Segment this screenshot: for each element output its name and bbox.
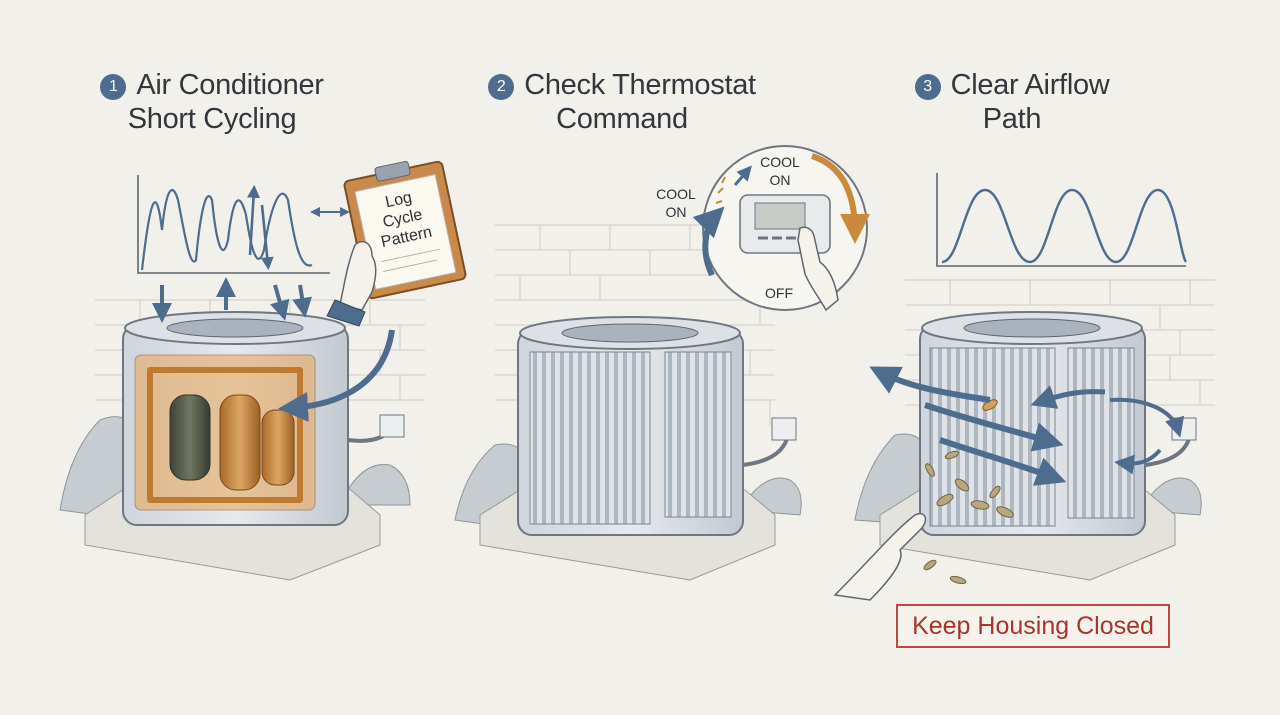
label-off: OFF bbox=[765, 285, 793, 301]
thermostat-spark bbox=[715, 176, 726, 204]
label-cool-on-left-2: ON bbox=[666, 204, 687, 220]
outlet-box-1 bbox=[379, 414, 405, 438]
airflow-arrow-side-in bbox=[1030, 385, 1106, 409]
step-1-number-badge: 1 bbox=[100, 74, 127, 100]
panel-2-illustration: COOL ON COOL ON OFF bbox=[454, 145, 870, 581]
airflow-arrow-low bbox=[939, 437, 1067, 486]
label-cool-on-top-1: COOL bbox=[760, 154, 800, 170]
refrigerant-loop bbox=[147, 367, 303, 503]
fan-grille-1 bbox=[166, 318, 304, 338]
step-1-title-line1: Air Conditioner bbox=[136, 69, 324, 101]
compressor-dark bbox=[169, 394, 211, 481]
step-2-number-badge: 2 bbox=[488, 74, 515, 100]
step-3-title-line1: Clear Airflow bbox=[950, 69, 1110, 101]
outlet-box-2 bbox=[771, 417, 797, 441]
step-1-title-line2: Short Cycling bbox=[127, 103, 297, 135]
grille-side-3 bbox=[1067, 347, 1135, 519]
hand-pressing-thermostat bbox=[797, 226, 839, 312]
thermostat-arrow-top-left bbox=[733, 165, 752, 186]
cycle-graph-1 bbox=[137, 175, 330, 274]
thermostat-screen bbox=[754, 202, 806, 230]
steady-cycle-wave bbox=[941, 188, 1188, 264]
graph-axes-1 bbox=[137, 175, 330, 274]
debris-leaves bbox=[923, 450, 1014, 585]
airflow-arrow-return bbox=[1114, 448, 1162, 475]
shrub-right-1 bbox=[339, 464, 411, 506]
graph-arrow-up bbox=[247, 184, 261, 256]
arrow-into-unit bbox=[278, 329, 395, 422]
clipboard-lines bbox=[380, 248, 440, 272]
step-3-number-badge: 3 bbox=[914, 74, 941, 100]
airflow-arrow-mid bbox=[924, 402, 1064, 452]
hand-clearing-debris bbox=[833, 513, 927, 601]
hand-holding-clipboard bbox=[339, 240, 377, 311]
short-cycle-wave bbox=[140, 188, 313, 271]
clipboard-line1: Log bbox=[384, 189, 414, 211]
step-3-title-line2: Path bbox=[982, 103, 1042, 135]
panel-1-illustration: Log Cycle Pattern bbox=[59, 160, 467, 581]
airflow-arrow-side-out bbox=[1109, 397, 1185, 438]
panel-3-illustration bbox=[833, 173, 1215, 601]
fan-grille-2 bbox=[561, 323, 699, 343]
grille-front-2 bbox=[529, 351, 651, 525]
arrow-down-right bbox=[270, 284, 290, 321]
keep-housing-closed-warning: Keep Housing Closed bbox=[896, 604, 1170, 648]
graph-arrow-down bbox=[260, 204, 274, 271]
label-cool-on-top-2: ON bbox=[770, 172, 791, 188]
airflow-arrow-left bbox=[869, 366, 991, 403]
step-2-title-line1: Check Thermostat bbox=[524, 69, 756, 101]
fan-grille-3 bbox=[963, 318, 1101, 338]
thermostat-arrow-right bbox=[810, 153, 870, 244]
step-2-title-line2: Command bbox=[556, 103, 688, 135]
clipboard-paper bbox=[354, 173, 457, 290]
graph-axes-3 bbox=[936, 173, 1186, 267]
thermostat-arrow-left bbox=[692, 206, 725, 277]
grille-side-2 bbox=[664, 351, 732, 518]
sleeve-cuff bbox=[326, 299, 366, 327]
arrow-down-right-2 bbox=[292, 284, 312, 318]
step-1-title: 1 Air Conditioner Short Cycling bbox=[62, 68, 362, 136]
compressor-copper-2 bbox=[261, 409, 295, 486]
clipboard-clip bbox=[374, 160, 411, 182]
step-3-title: 3 Clear Airflow Path bbox=[862, 68, 1162, 136]
label-cool-on-left-1: COOL bbox=[656, 186, 696, 202]
compressor-copper-1 bbox=[219, 394, 261, 491]
step-2-title: 2 Check Thermostat Command bbox=[472, 68, 772, 136]
